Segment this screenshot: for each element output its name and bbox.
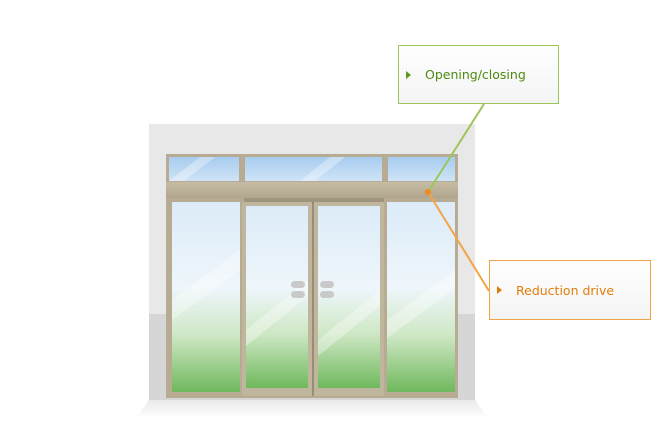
leader-line-opening (427, 103, 485, 193)
leader-line-reduction (427, 191, 490, 292)
transom-glass-left (169, 157, 239, 181)
transom-glass-center (245, 157, 382, 181)
callout-arrow-icon (406, 70, 411, 79)
callout-label-reduction: Reduction drive (516, 282, 615, 298)
glass-reflections (169, 157, 455, 356)
handle-right (320, 281, 334, 298)
callout-reduction-drive: Reduction drive (489, 260, 651, 320)
handle-left (291, 281, 305, 298)
fixed-panel-right (387, 202, 455, 392)
callout-arrow-icon (497, 286, 502, 294)
floor (136, 400, 488, 418)
transom-glass-right (388, 157, 455, 181)
operator-header (166, 182, 458, 198)
callout-opening-closing: Opening/closing (398, 45, 559, 104)
leader-point (425, 189, 431, 195)
header-groove (244, 198, 384, 203)
fixed-panel-left (172, 202, 240, 392)
callout-label-opening: Opening/closing (425, 67, 526, 82)
